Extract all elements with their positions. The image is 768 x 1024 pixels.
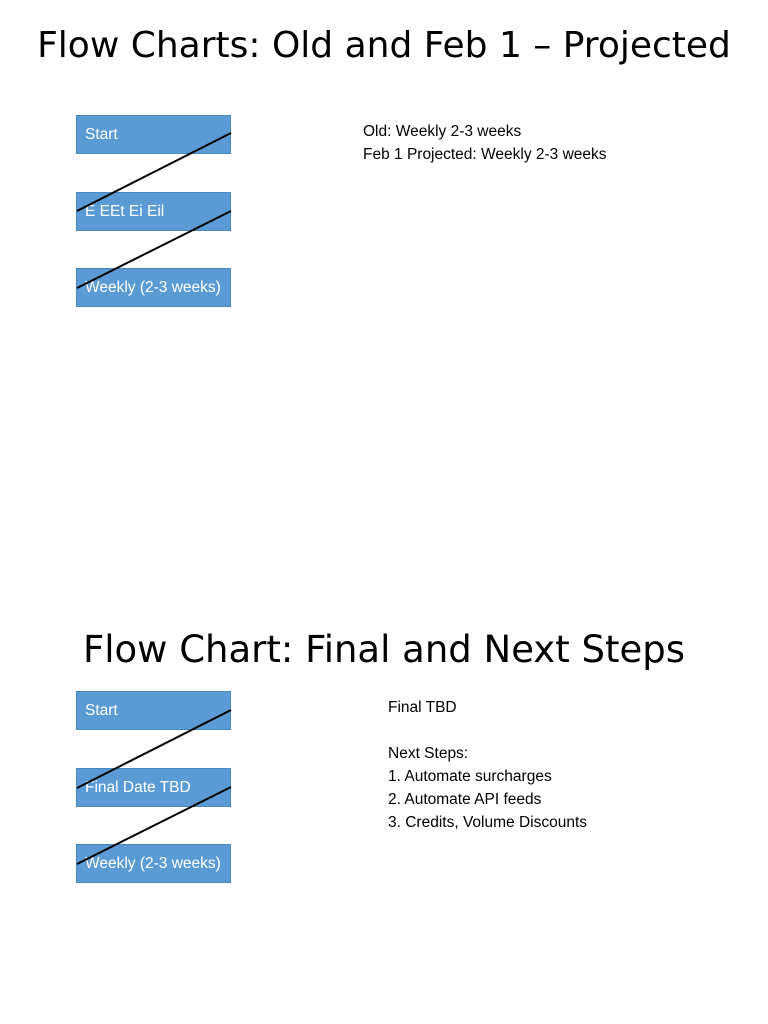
slide1-title: Flow Charts: Old and Feb 1 – Projected (37, 25, 731, 66)
flow-box-weekly: Weekly (2-3 weeks) (76, 268, 231, 307)
slide1-notes: Old: Weekly 2-3 weeks Feb 1 Projected: W… (363, 120, 607, 166)
flow-box-label: Start (85, 702, 118, 719)
flow-box-final: Final Date TBD (76, 768, 231, 807)
note-line (388, 719, 587, 742)
slide-old-feb1: Flow Charts: Old and Feb 1 – Projected S… (37, 25, 731, 307)
note-line: 3. Credits, Volume Discounts (388, 814, 588, 831)
note-line: Final TBD (388, 699, 457, 716)
flow-box-label: E EEt Ei Eil (85, 203, 165, 220)
slide2-title: Flow Chart: Final and Next Steps (82, 628, 685, 671)
flow-box-step: E EEt Ei Eil (76, 192, 231, 231)
note-line: Next Steps: (388, 745, 469, 762)
flow-box-start: Start (76, 691, 231, 730)
slide-final-next-steps: Flow Chart: Final and Next Steps Start F… (0, 600, 768, 1024)
flow-box-label: Final Date TBD (85, 779, 191, 796)
flow-box-label: Weekly (2-3 weeks) (85, 279, 221, 296)
note-line: Old: Weekly 2-3 weeks (363, 123, 522, 140)
flow-box-label: Start (85, 126, 118, 143)
flow-box-start: Start (76, 115, 231, 154)
note-line: 2. Automate API feeds (388, 791, 542, 808)
slide2-notes: Final TBD Next Steps: 1. Automate surcha… (388, 696, 587, 834)
flow-box-weekly: Weekly (2-3 weeks) (76, 844, 231, 883)
flow-box-label: Weekly (2-3 weeks) (85, 855, 221, 872)
note-line: Feb 1 Projected: Weekly 2-3 weeks (363, 146, 607, 163)
note-line: 1. Automate surcharges (388, 768, 552, 785)
